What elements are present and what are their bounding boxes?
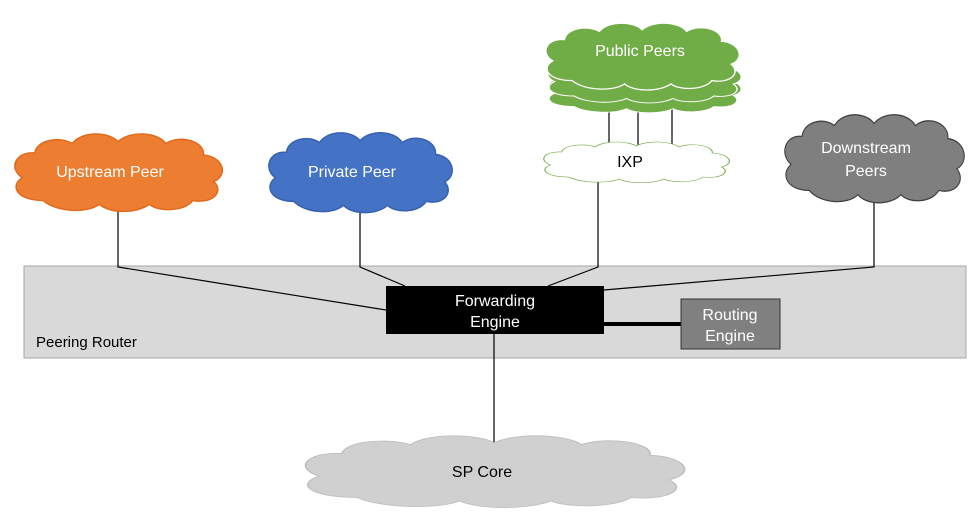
sp-core-label: SP Core: [452, 464, 512, 481]
public-peers-label: Public Peers: [595, 43, 685, 60]
upstream-peer-cloud: Upstream Peer: [14, 133, 224, 213]
downstream-peers-label-line1: Downstream: [821, 140, 911, 157]
link-upstream-forwarding: [117, 206, 387, 311]
routing-engine-label-line1: Routing: [702, 307, 757, 324]
downstream-peers-cloud: Downstream Peers: [784, 114, 965, 204]
forwarding-engine-label-line1: Forwarding: [455, 293, 535, 310]
routing-engine-box: [680, 298, 781, 350]
downstream-peers-label-line2: Peers: [845, 163, 887, 180]
private-peer-cloud: Private Peer: [268, 132, 454, 214]
link-ixp-forwarding: [547, 180, 599, 287]
private-peer-label: Private Peer: [308, 164, 397, 181]
forwarding-engine-label-line2: Engine: [470, 314, 520, 331]
ixp-cloud: IXP: [543, 141, 730, 184]
peering-router-label: Peering Router: [36, 334, 137, 351]
forwarding-engine-box: [386, 286, 604, 334]
public-peers-cloud-stack: Public Peers: [545, 22, 743, 114]
link-downstream-forwarding: [603, 198, 875, 291]
sp-core-cloud: SP Core: [304, 434, 686, 509]
upstream-peer-label: Upstream Peer: [56, 164, 164, 181]
ixp-label: IXP: [617, 154, 643, 171]
routing-engine-label-line2: Engine: [705, 328, 755, 345]
link-private-forwarding: [359, 208, 406, 287]
